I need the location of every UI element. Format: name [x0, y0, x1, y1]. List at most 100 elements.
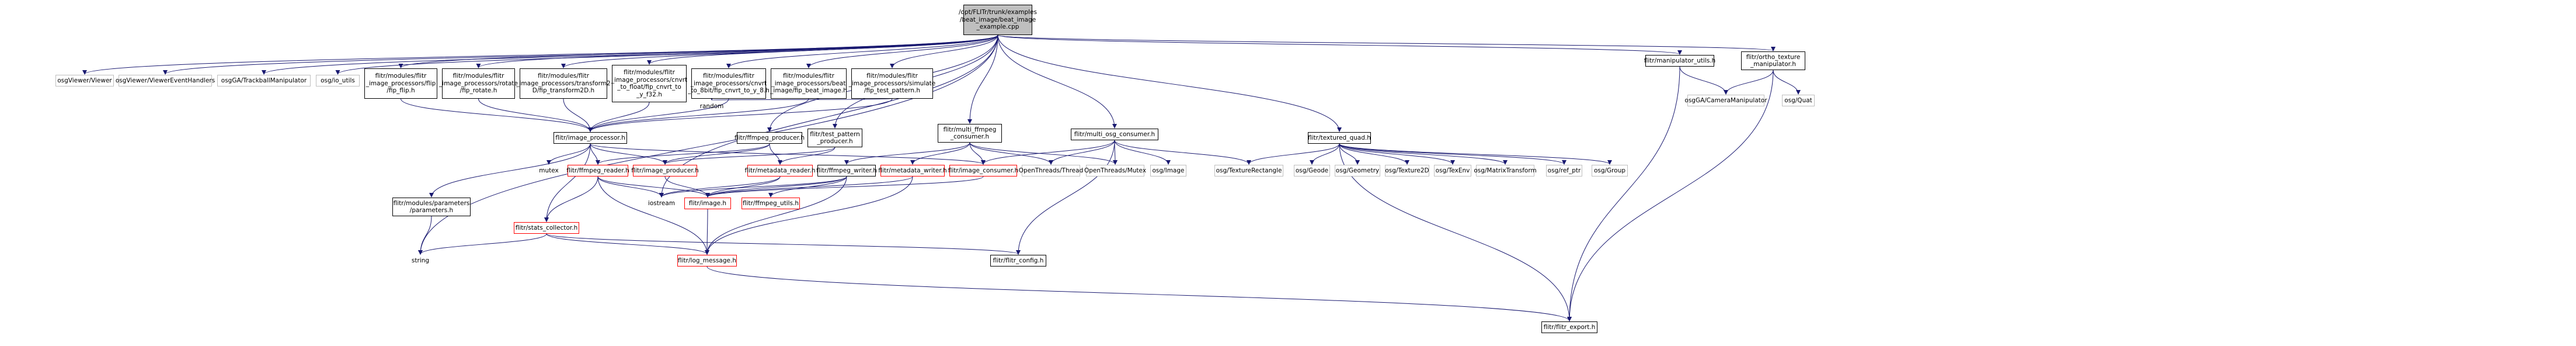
edge-beat-image-example-cpp-to-multi-ffmpeg-consumer	[967, 34, 998, 124]
node-ffmpeg-utils[interactable]: flitr/ffmpeg_utils.h	[742, 198, 800, 209]
edge-multi-ffmpeg-consumer-to-image-consumer	[969, 142, 986, 165]
node-test-pattern-producer[interactable]: flitr/test_pattern _producer.h	[807, 129, 862, 147]
node-textured-quad[interactable]: flitr/textured_quad.h	[1308, 132, 1371, 144]
edge-fip-beat-image-to-image-processor	[588, 98, 809, 132]
edge-ffmpeg-writer-to-log-message	[705, 176, 847, 255]
node-multi-osg-consumer[interactable]: flitr/multi_osg_consumer.h	[1071, 129, 1158, 140]
node-osg-geometry[interactable]: osg/Geometry	[1335, 165, 1380, 177]
node-image-processor[interactable]: flitr/image_processor.h	[554, 132, 627, 144]
node-string[interactable]: string	[411, 257, 430, 264]
edge-textured-quad-to-osg-geometry	[1339, 143, 1360, 165]
node-osgviewer-event-handlers[interactable]: osgViewer/ViewerEventHandlers	[116, 75, 215, 86]
node-metadata-reader[interactable]: flitr/metadata_reader.h	[744, 165, 816, 177]
node-osg-quat[interactable]: osg/Quat	[1782, 95, 1815, 106]
node-flitr-export[interactable]: flitr/flitr_export.h	[1541, 321, 1597, 333]
edge-manipulator-utils-to-osgga-camera-manipulator	[1679, 66, 1728, 95]
edge-ortho-texture-manipulator-to-osg-quat	[1773, 70, 1801, 95]
edge-fip-test-pattern-to-image-processor	[588, 98, 893, 132]
edge-beat-image-example-cpp-to-fip-transform2d	[561, 34, 998, 68]
edge-log-message-to-flitr-export	[706, 266, 1572, 321]
edge-ffmpeg-reader-to-flitr-image	[597, 176, 710, 198]
edge-stats-collector-to-flitr-config	[546, 233, 1021, 255]
node-ffmpeg-producer[interactable]: flitr/ffmpeg_producer.h	[734, 132, 805, 144]
edge-image-processor-to-stats-collector	[544, 143, 591, 222]
node-osg-image[interactable]: osg/Image	[1150, 165, 1186, 177]
edge-textured-quad-to-osg-ref-ptr	[1339, 143, 1567, 165]
node-multi-ffmpeg-consumer[interactable]: flitr/multi_ffmpeg _consumer.h	[938, 124, 1002, 143]
edge-metadata-writer-to-log-message	[705, 176, 913, 255]
edge-image-processor-to-ffmpeg-reader	[590, 143, 600, 165]
edge-multi-osg-consumer-to-image-consumer	[981, 140, 1115, 165]
node-osgga-camera-manipulator[interactable]: osgGA/CameraManipulator	[1684, 95, 1767, 106]
edge-multi-ffmpeg-consumer-to-openthreads-mutex	[969, 142, 1118, 165]
node-random[interactable]: random	[699, 102, 724, 110]
edge-ffmpeg-reader-to-stats-collector	[544, 176, 598, 222]
edge-stats-collector-to-log-message	[546, 233, 709, 255]
node-flitr-config[interactable]: flitr/flitr_config.h	[990, 255, 1046, 267]
node-iostream[interactable]: iostream	[648, 199, 676, 207]
node-ortho-texture-manipulator[interactable]: flitr/ortho_texture _manipulator.h	[1741, 51, 1805, 70]
node-osg-geode[interactable]: osg/Geode	[1294, 165, 1330, 177]
node-osg-texture-rectangle[interactable]: osg/TextureRectangle	[1214, 165, 1283, 177]
node-flitr-image[interactable]: flitr/image.h	[684, 198, 731, 209]
node-manipulator-utils[interactable]: flitr/manipulator_utils.h	[1644, 55, 1715, 67]
edge-test-pattern-producer-to-metadata-reader	[778, 147, 836, 165]
node-openthreads-mutex[interactable]: OpenThreads/Mutex	[1084, 165, 1146, 177]
edge-manipulator-utils-to-flitr-export	[1567, 66, 1680, 321]
node-openthreads-thread[interactable]: OpenThreads/Thread	[1019, 165, 1083, 177]
node-ffmpeg-reader[interactable]: flitr/ffmpeg_reader.h	[566, 165, 629, 177]
node-log-message[interactable]: flitr/log_message.h	[677, 255, 737, 267]
edge-multi-ffmpeg-consumer-to-ffmpeg-writer	[844, 142, 970, 165]
edge-beat-image-example-cpp-to-fip-test-pattern	[890, 34, 998, 68]
edge-beat-image-example-cpp-to-fip-cnvrt-to-8bit	[726, 34, 998, 68]
edge-ffmpeg-reader-to-log-message	[597, 176, 709, 255]
edge-beat-image-example-cpp-to-ortho-texture-manipulator	[997, 34, 1776, 51]
node-stats-collector[interactable]: flitr/stats_collector.h	[514, 222, 579, 234]
node-osg-group[interactable]: osg/Group	[1592, 165, 1628, 177]
edge-fip-rotate-to-image-processor	[478, 98, 593, 132]
node-fip-test-pattern[interactable]: flitr/modules/flitr _image_processors/si…	[849, 68, 935, 99]
node-osg-texture2d[interactable]: osg/Texture2D	[1385, 165, 1429, 177]
edge-fip-flip-to-image-processor	[401, 98, 593, 132]
node-fip-flip[interactable]: flitr/modules/flitr _image_processors/fl…	[364, 68, 437, 99]
node-mutex[interactable]: mutex	[539, 167, 559, 174]
node-parameters[interactable]: flitr/modules/parameters /parameters.h	[392, 198, 471, 216]
edge-textured-quad-to-osg-matrixtransform	[1339, 143, 1508, 165]
edge-textured-quad-to-osg-geode	[1310, 143, 1340, 165]
node-osg-ref-ptr[interactable]: osg/ref_ptr	[1546, 165, 1582, 177]
edge-metadata-reader-to-iostream	[659, 176, 781, 198]
node-osg-io-utils[interactable]: osg/io_utils	[316, 75, 360, 86]
node-osg-matrixtransform[interactable]: osg/MatrixTransform	[1474, 165, 1537, 177]
edge-textured-quad-to-flitr-export	[1339, 143, 1572, 321]
node-osgviewer-viewer[interactable]: osgViewer/Viewer	[55, 75, 114, 86]
edge-multi-ffmpeg-consumer-to-metadata-writer	[910, 142, 970, 165]
edge-textured-quad-to-osg-texenv	[1339, 143, 1455, 165]
node-osg-texenv[interactable]: osg/TexEnv	[1434, 165, 1471, 177]
edge-image-processor-to-mutex	[546, 143, 591, 165]
edge-beat-image-example-cpp-to-manipulator-utils	[997, 34, 1682, 55]
edge-image-processor-to-parameters	[429, 143, 591, 198]
node-fip-cnvrt-to-float[interactable]: flitr/modules/flitr _image_processors/cn…	[611, 65, 687, 102]
edge-textured-quad-to-osg-texture2d	[1339, 143, 1409, 165]
edge-stats-collector-to-string	[418, 233, 547, 255]
edge-ffmpeg-reader-to-iostream	[597, 176, 664, 198]
node-osgga-trackball[interactable]: osgGA/TrackballManipulator	[217, 75, 311, 86]
edge-flitr-image-to-log-message	[705, 209, 710, 255]
edge-multi-osg-consumer-to-osg-texture-rectangle	[1114, 140, 1251, 165]
node-image-consumer[interactable]: flitr/image_consumer.h	[948, 165, 1018, 177]
edge-fip-test-pattern-to-random	[711, 95, 893, 101]
edge-test-pattern-producer-to-image-producer	[663, 147, 836, 165]
edge-beat-image-example-cpp-to-fip-flip	[398, 34, 998, 68]
node-fip-rotate[interactable]: flitr/modules/flitr _image_processors/ro…	[439, 68, 518, 99]
node-fip-beat-image[interactable]: flitr/modules/flitr _image_processors/be…	[770, 68, 847, 99]
node-fip-cnvrt-to-8bit[interactable]: flitr/modules/flitr _image_processors/cn…	[688, 68, 770, 99]
node-fip-transform2d[interactable]: flitr/modules/flitr _image_processors/tr…	[516, 68, 611, 99]
node-beat-image-example-cpp[interactable]: /opt/FLITr/trunk/examples /beat_image/be…	[959, 5, 1037, 35]
node-image-producer[interactable]: flitr/image_producer.h	[631, 165, 699, 177]
edge-metadata-writer-to-flitr-image	[705, 176, 913, 198]
edge-beat-image-example-cpp-to-fip-rotate	[476, 34, 998, 68]
node-ffmpeg-writer[interactable]: flitr/ffmpeg_writer.h	[816, 165, 877, 177]
edge-image-consumer-to-flitr-image	[705, 176, 984, 198]
node-metadata-writer[interactable]: flitr/metadata_writer.h	[878, 165, 947, 177]
